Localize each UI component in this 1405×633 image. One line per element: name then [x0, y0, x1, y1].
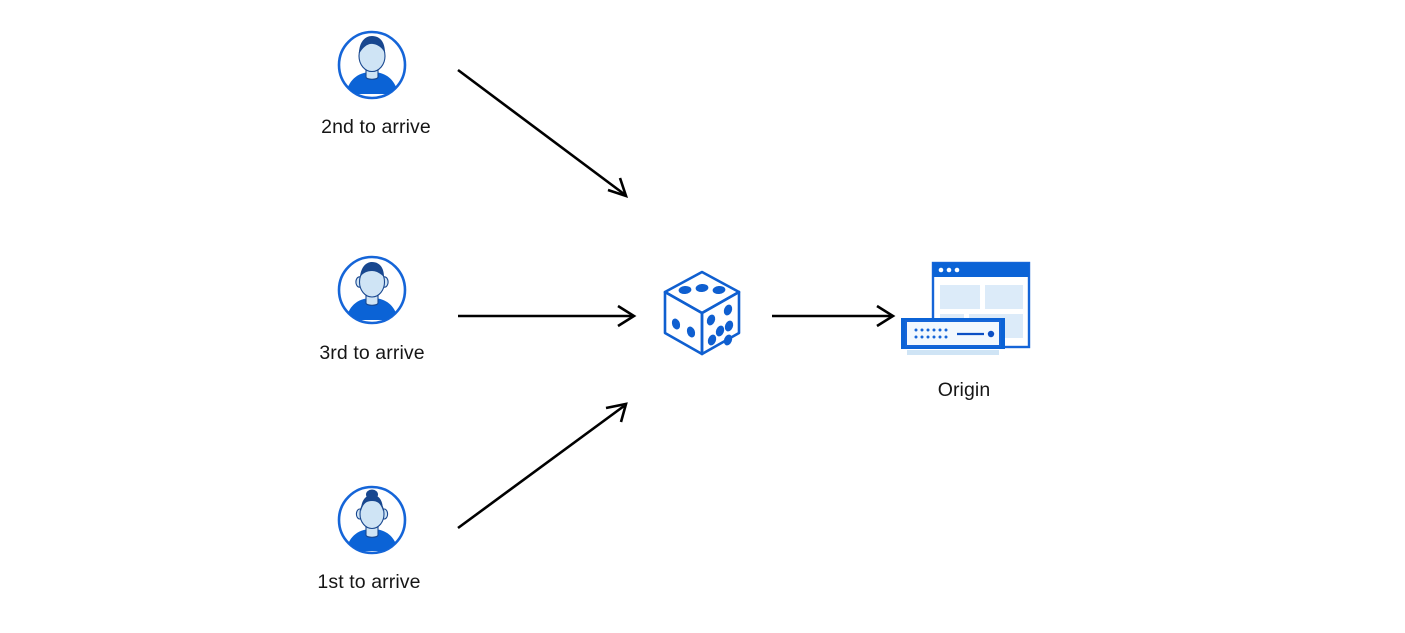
client-label-1st: 1st to arrive: [317, 571, 421, 593]
server-led-grid: [914, 328, 948, 339]
dice-right-pips: [706, 304, 734, 346]
dice-left-pips: [671, 318, 696, 338]
user-avatar-icon: [337, 255, 407, 325]
client-node-2nd[interactable]: [335, 28, 409, 102]
client-node-1st[interactable]: [335, 483, 409, 557]
dice-node[interactable]: [660, 268, 744, 358]
arrow-3rd-to-dice: [458, 304, 637, 328]
client-label-2nd: 2nd to arrive: [321, 116, 431, 138]
user-avatar-icon: [337, 30, 407, 100]
user-avatar-icon: [337, 485, 407, 555]
client-label-3rd: 3rd to arrive: [319, 342, 425, 364]
dice-icon: [663, 270, 741, 356]
arrow-dice-to-origin: [772, 304, 896, 328]
client-node-3rd[interactable]: [335, 253, 409, 327]
server-unit-icon: [901, 318, 1005, 355]
arrow-1st-to-dice: [457, 402, 628, 530]
origin-node[interactable]: [895, 258, 1035, 358]
dice-top-pips: [678, 283, 726, 295]
origin-server-icon: [901, 261, 1031, 355]
arrow-2nd-to-dice: [457, 68, 629, 199]
origin-label: Origin: [937, 379, 991, 401]
